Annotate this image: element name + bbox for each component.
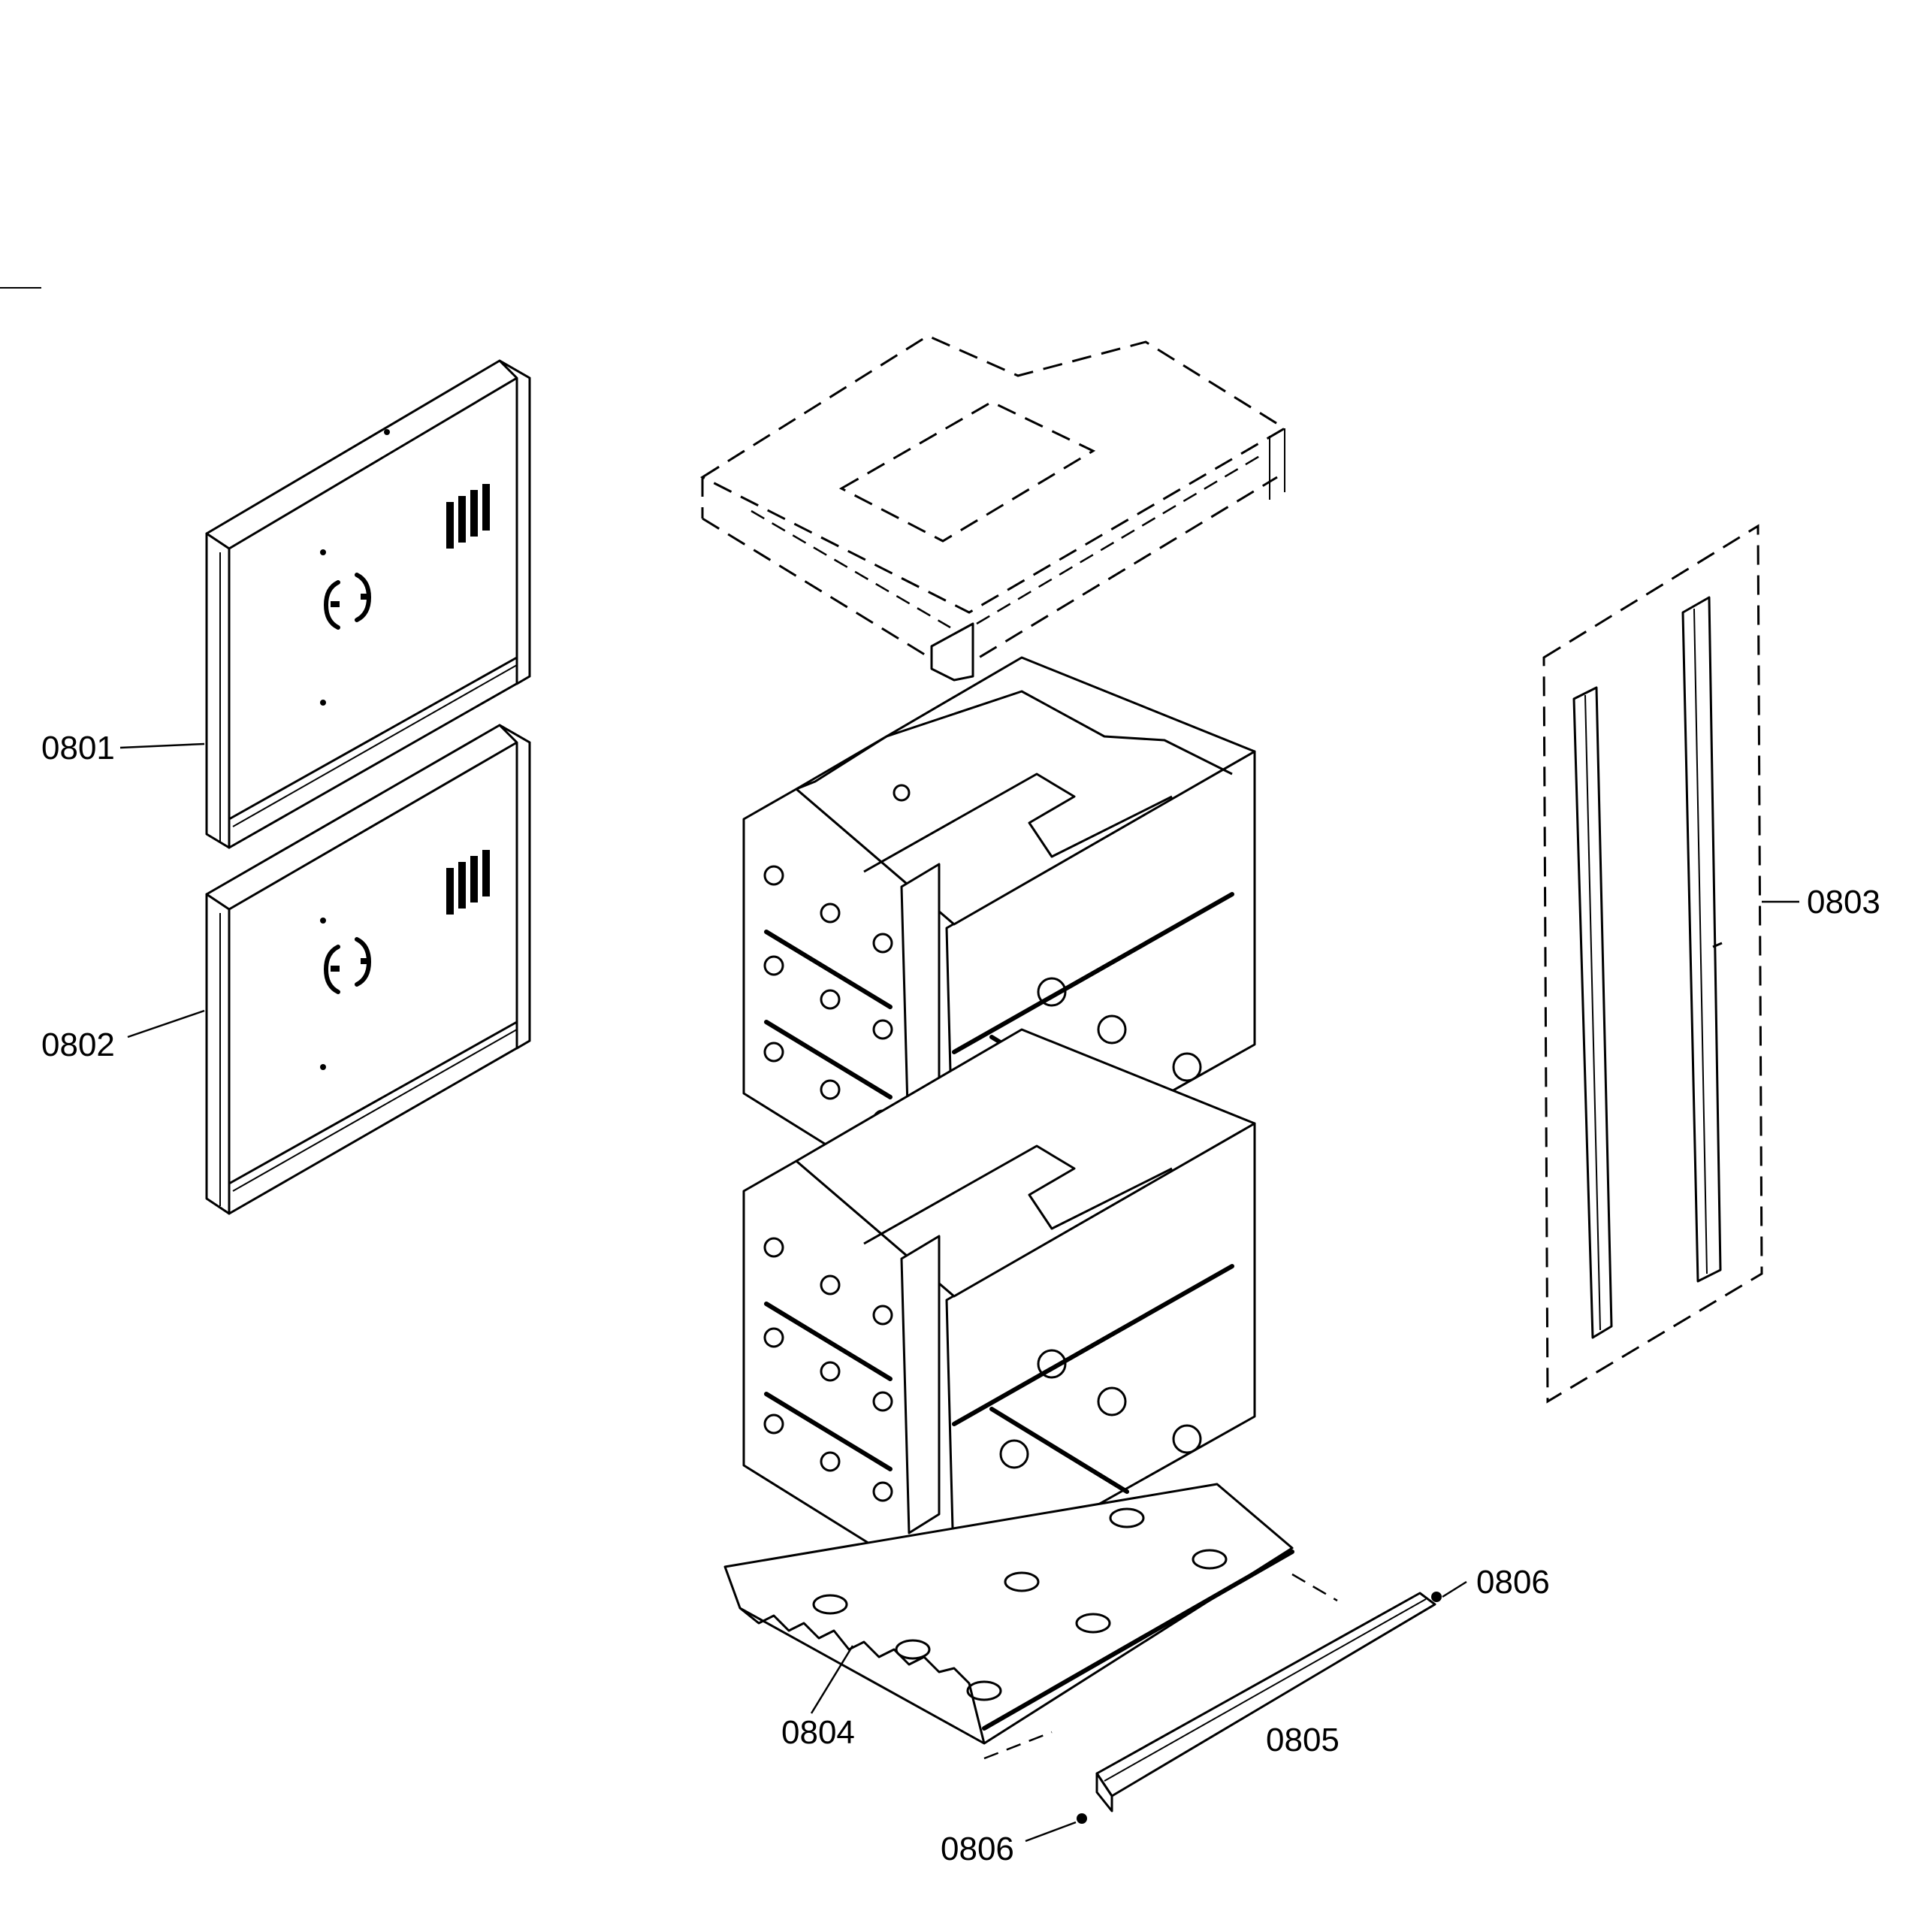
callout-0801: 0801 xyxy=(41,730,115,766)
vent-grille-icon xyxy=(446,484,490,549)
leader-0801 xyxy=(119,742,205,749)
leader-0802 xyxy=(127,1009,205,1039)
lower-oven-cavity xyxy=(742,1028,1256,1591)
side-panel-0801[interactable] xyxy=(205,359,531,849)
callout-0803: 0803 xyxy=(1807,884,1880,921)
leader-0806-bottom xyxy=(1025,1821,1077,1843)
side-panel-0802[interactable] xyxy=(205,724,531,1215)
callout-0806-top: 0806 xyxy=(1476,1564,1550,1601)
top-cover xyxy=(699,334,1287,682)
bottom-tray-0804[interactable] xyxy=(723,1483,1294,1745)
bracket-cutout-icon xyxy=(323,937,372,994)
callout-0804: 0804 xyxy=(781,1714,855,1751)
leader-0806-top xyxy=(1442,1580,1467,1598)
callout-0802: 0802 xyxy=(41,1026,115,1063)
vent-grille-icon xyxy=(446,850,490,915)
bracket-cutout-icon xyxy=(323,573,372,630)
screw-0806-top[interactable] xyxy=(1431,1592,1442,1602)
screw-0806-bottom[interactable] xyxy=(1077,1813,1087,1824)
front-trim-0805[interactable] xyxy=(983,1573,1436,1813)
leader-0804 xyxy=(810,1645,854,1714)
callout-0805: 0805 xyxy=(1266,1722,1340,1758)
callout-0806-bottom: 0806 xyxy=(941,1831,1014,1867)
tray-burner-holes xyxy=(812,1507,1228,1701)
side-rails-0803[interactable] xyxy=(1542,524,1763,1404)
